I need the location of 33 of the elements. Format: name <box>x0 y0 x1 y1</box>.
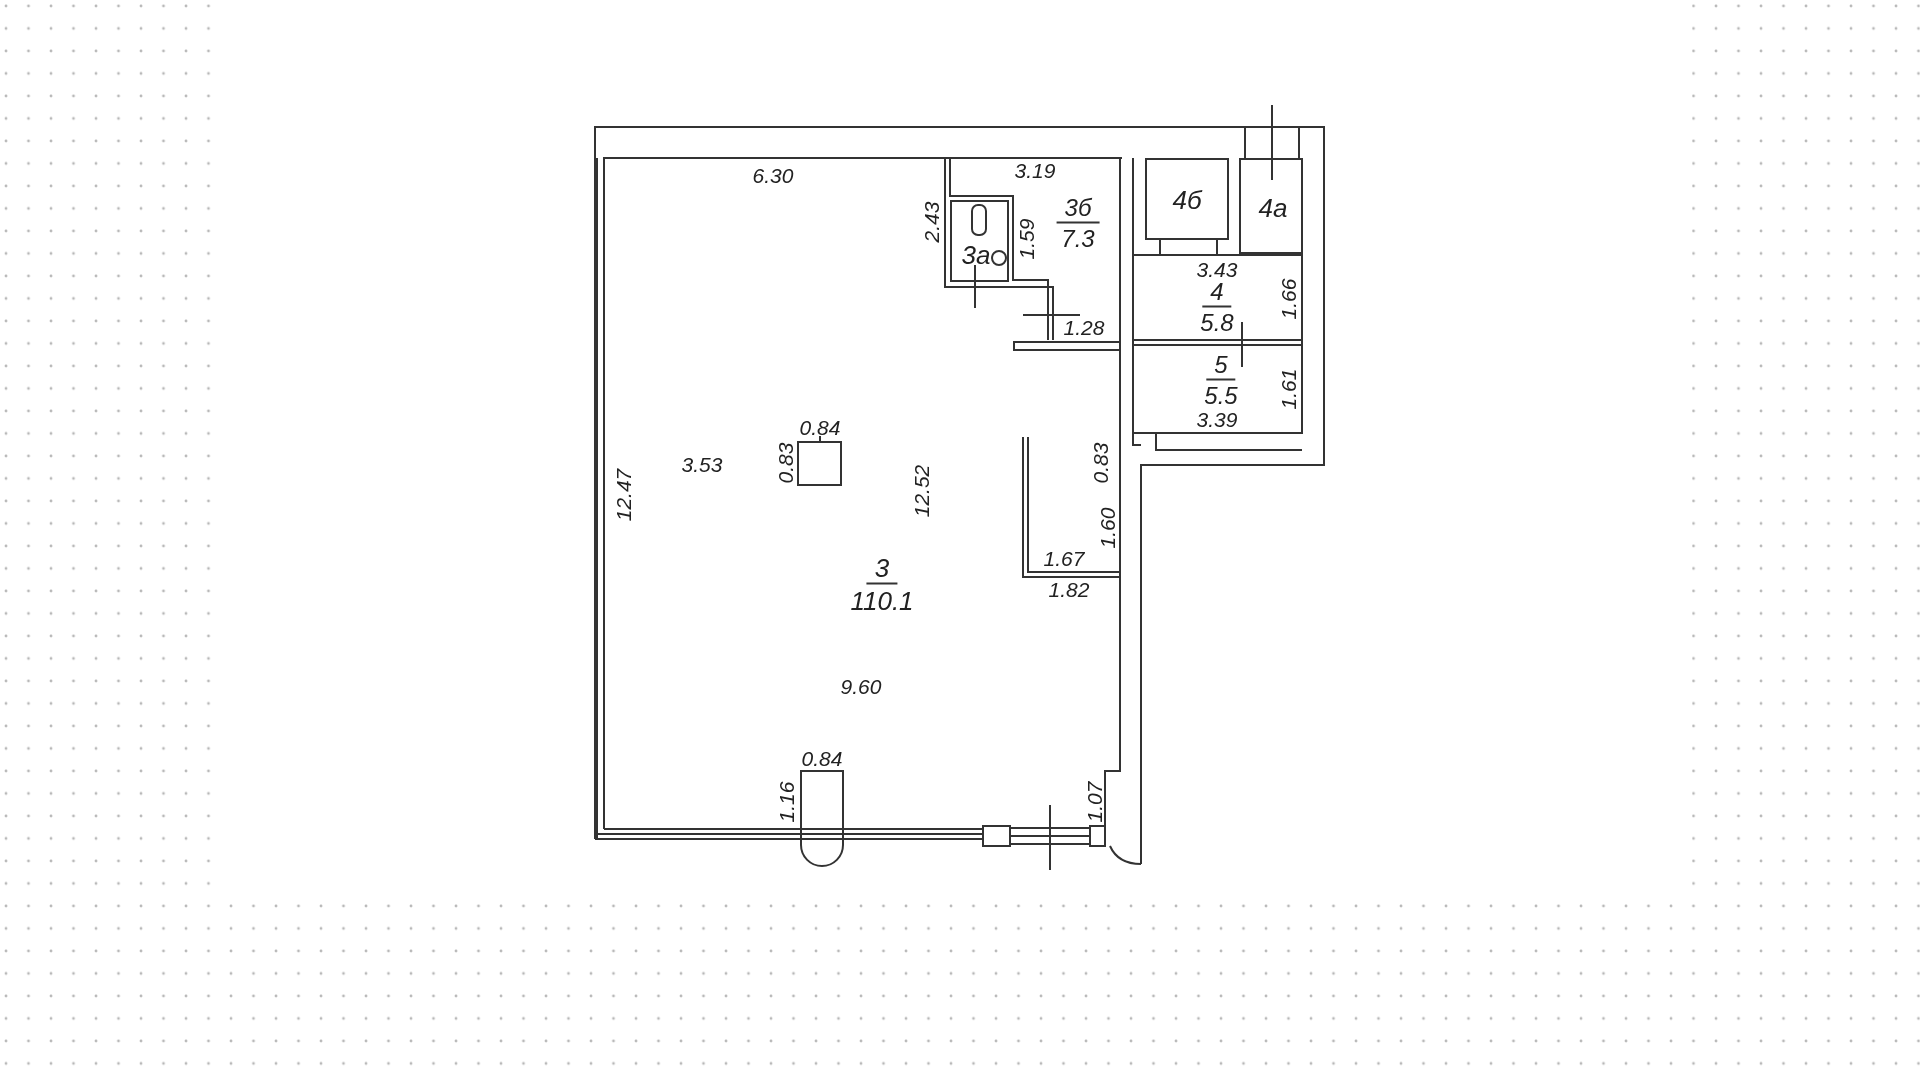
dimension-label: 3.39 <box>1196 408 1238 430</box>
room-area: 7.3 <box>1061 226 1095 251</box>
dimension-label: 3.19 <box>1014 159 1056 181</box>
dimension-label: 1.07 <box>1083 781 1105 823</box>
room-area: 110.1 <box>850 587 914 614</box>
room-number: 4б <box>1172 187 1202 213</box>
dimension-label: 1.66 <box>1277 278 1299 320</box>
dimension-label: 1.67 <box>1043 547 1085 569</box>
room-number: 5 <box>1206 352 1236 381</box>
dimension-label: 0.84 <box>801 747 843 769</box>
dimension-label: 1.28 <box>1063 316 1105 338</box>
dimension-label: 12.47 <box>612 468 634 522</box>
dimension-label: 0.84 <box>799 416 841 438</box>
room-number: 4а <box>1258 195 1288 221</box>
dimension-label: 3.43 <box>1196 258 1238 280</box>
dimension-label: 1.59 <box>1015 218 1037 260</box>
dimension-label: 1.82 <box>1048 578 1090 600</box>
room-number: 4 <box>1202 279 1232 308</box>
room-area: 5.5 <box>1204 383 1238 408</box>
room-number: 3 <box>866 554 898 585</box>
room-number: 3а <box>961 242 991 268</box>
dimension-label: 1.61 <box>1277 368 1299 410</box>
dimension-label: 12.52 <box>910 464 932 518</box>
dimension-label: 9.60 <box>840 675 882 697</box>
room-area: 5.8 <box>1200 310 1234 335</box>
dimension-label: 2.43 <box>920 201 942 243</box>
dimension-label: 6.30 <box>752 164 794 186</box>
dimension-label: 3.53 <box>681 453 723 475</box>
room-number: 3б <box>1056 195 1100 224</box>
dimension-label: 0.83 <box>774 442 796 484</box>
dimension-label: 1.60 <box>1096 507 1118 549</box>
dimension-label: 1.16 <box>775 781 797 823</box>
dimension-label: 0.83 <box>1089 442 1111 484</box>
